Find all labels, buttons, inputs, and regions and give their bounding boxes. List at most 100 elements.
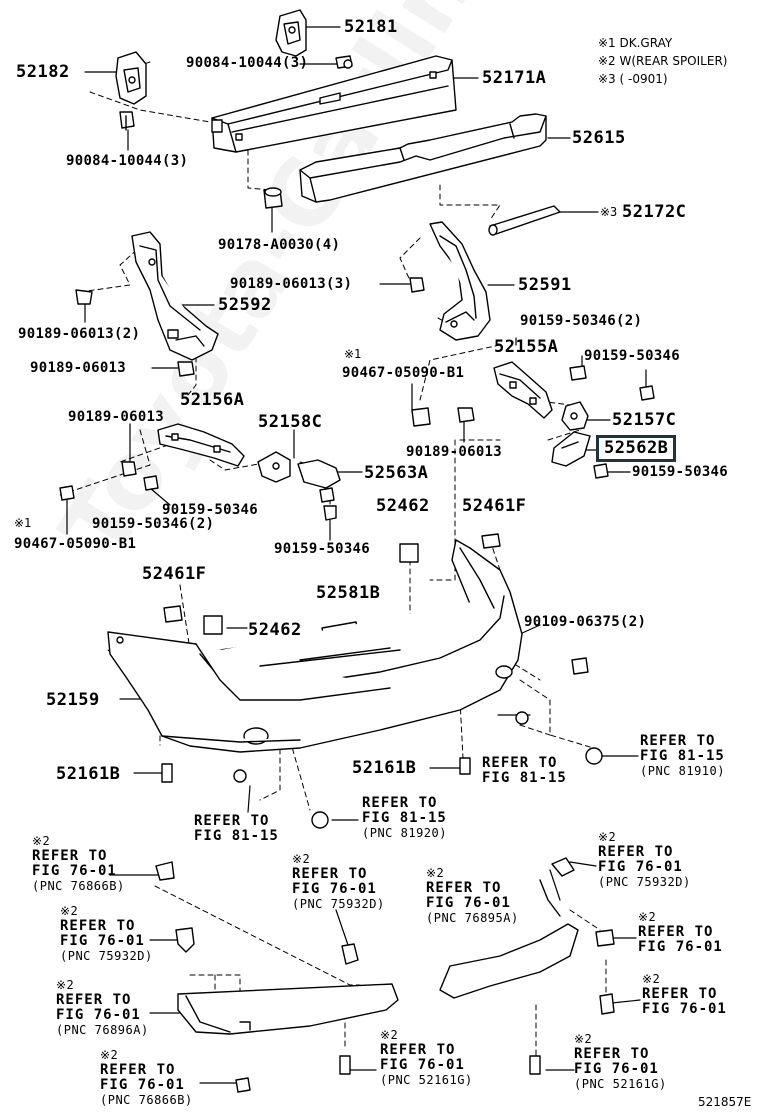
label-52172C: 52172C [622, 202, 687, 222]
refer-note-mark: ※2 [638, 910, 657, 924]
label-52181: 52181 [344, 17, 398, 37]
refer-to-callout[interactable]: ※2 REFER TO FIG 76-01 (PNC 76866B) [100, 1048, 193, 1108]
clip-90189-l2 [177, 361, 195, 377]
refer-line1: REFER TO [56, 992, 132, 1008]
refer-to-callout[interactable]: ※2 REFER TO FIG 76-01 (PNC 76896A) [56, 978, 149, 1038]
refer-line1: REFER TO [642, 986, 718, 1002]
refer-line1: REFER TO [638, 924, 714, 940]
label-52462-left: 52462 [248, 620, 302, 640]
refer-to-callout[interactable]: ※2 REFER TO FIG 76-01 [638, 910, 723, 955]
label-52172C-note: ※3 [600, 205, 618, 219]
reinforcement-52171A [211, 55, 457, 153]
label-52592: 52592 [218, 295, 272, 315]
label-52156A: 52156A [180, 390, 245, 410]
refer-to-callout[interactable]: REFER TO FIG 81-15 (PNC 81920) [362, 796, 447, 841]
retainer-52591 [429, 221, 491, 341]
refer-to-callout[interactable]: ※2 REFER TO FIG 76-01 (PNC 52161G) [380, 1028, 473, 1088]
refer-pnc: (PNC 75932D) [598, 875, 691, 889]
refer-pnc: (PNC 76866B) [100, 1093, 193, 1107]
refer-line2: FIG 76-01 [32, 863, 117, 879]
refer-line2: FIG 81-15 [362, 810, 447, 826]
refer-note-mark: ※2 [56, 978, 75, 992]
refer-note-mark: ※2 [380, 1028, 399, 1042]
refer-to-callout[interactable]: ※2 REFER TO FIG 76-01 (PNC 76866B) [32, 834, 125, 894]
refer-pnc: (PNC 81920) [362, 826, 447, 840]
refer-pnc: (PNC 75932D) [60, 949, 153, 963]
refer-to-callout[interactable]: ※2 REFER TO FIG 76-01 (PNC 75932D) [60, 904, 153, 964]
refer-line1: REFER TO [194, 813, 270, 829]
refer-line1: REFER TO [32, 848, 108, 864]
bracket-52563A [297, 459, 341, 521]
label-90189-l2: 90189-06013 [68, 409, 165, 425]
clip-90189-r1 [409, 277, 425, 293]
refer-pnc: (PNC 81910) [640, 764, 725, 778]
label-90467-l: 90467-05090-B1 [14, 536, 137, 552]
refer-to-callout[interactable]: REFER TO FIG 81-15 (PNC 81910) [640, 734, 725, 779]
clip-left-row [59, 461, 159, 501]
label-52581B: 52581B [316, 583, 381, 603]
refer-line1: REFER TO [482, 755, 558, 771]
label-90467-r-note: ※1 [344, 347, 362, 361]
legend-line-3: ※3 ( -0901) [598, 72, 668, 86]
refer-pnc: (PNC 76896A) [56, 1023, 149, 1037]
refer-to-callout[interactable]: ※2 REFER TO FIG 76-01 [642, 972, 727, 1017]
label-52562B-highlighted[interactable]: 52562B [596, 435, 677, 462]
rod-52172C [488, 205, 561, 236]
bracket-52182 [115, 51, 147, 105]
refer-to-callout[interactable]: ※2 REFER TO FIG 76-01 (PNC 52161G) [574, 1032, 667, 1092]
label-90467-r: 90467-05090-B1 [342, 365, 465, 381]
label-90189-mid: 90189-06013 [406, 444, 503, 460]
refer-pnc: (PNC 52161G) [380, 1073, 473, 1087]
refer-to-callout[interactable]: REFER TO FIG 81-15 [482, 756, 567, 786]
refer-line2: FIG 76-01 [380, 1057, 465, 1073]
refer-line2: FIG 76-01 [598, 859, 683, 875]
refer-to-callout[interactable]: ※2 REFER TO FIG 76-01 (PNC 75932D) [598, 830, 691, 890]
pad-52461F-left [163, 605, 183, 623]
refer-line1: REFER TO [598, 844, 674, 860]
bolt-90084-left [119, 111, 135, 131]
refer-to-callout[interactable]: ※2 REFER TO FIG 76-01 (PNC 75932D) [292, 852, 385, 912]
label-90189-l1: 90189-06013 [30, 360, 127, 376]
label-90159-r2: 90159-50346 [632, 464, 729, 480]
refer-note-mark: ※2 [100, 1048, 119, 1062]
fastener-set [161, 657, 603, 829]
label-52462-top: 52462 [376, 496, 430, 516]
bracket-52157C [561, 401, 589, 431]
refer-line2: FIG 81-15 [194, 828, 279, 844]
refer-to-callout[interactable]: REFER TO FIG 81-15 [194, 814, 279, 844]
pad-52462-top [399, 543, 419, 563]
bracket-52158C [257, 451, 291, 483]
refer-line2: FIG 76-01 [56, 1007, 141, 1023]
label-52161B-mid: 52161B [352, 758, 417, 778]
refer-line1: REFER TO [60, 918, 136, 934]
label-52615: 52615 [572, 128, 626, 148]
label-52461F-top: 52461F [462, 496, 527, 516]
refer-line2: FIG 81-15 [640, 748, 725, 764]
refer-note-mark: ※2 [426, 866, 445, 880]
refer-line1: REFER TO [380, 1042, 456, 1058]
pad-52461F-top [481, 533, 501, 549]
label-52155A: 52155A [494, 337, 559, 357]
label-90084-top: 90084-10044(3) [186, 55, 309, 71]
label-52461F-left: 52461F [142, 564, 207, 584]
label-90159-m2: 90159-50346(2) [92, 516, 215, 532]
bracket-52155A [493, 361, 553, 419]
bracket-52181 [275, 9, 307, 57]
label-52159: 52159 [46, 690, 100, 710]
refer-note-mark: ※2 [598, 830, 617, 844]
refer-line1: REFER TO [640, 733, 716, 749]
refer-line1: REFER TO [426, 880, 502, 896]
bolt-90159-r [569, 365, 655, 401]
refer-pnc: (PNC 76866B) [32, 879, 125, 893]
label-90084-left: 90084-10044(3) [66, 153, 189, 169]
refer-to-callout[interactable]: ※2 REFER TO FIG 76-01 (PNC 76895A) [426, 866, 519, 926]
clip-90467-r [411, 407, 431, 427]
refer-note-mark: ※2 [574, 1032, 593, 1046]
refer-note-mark: ※2 [32, 834, 51, 848]
label-52158C: 52158C [258, 412, 323, 432]
refer-note-mark: ※2 [642, 972, 661, 986]
label-90159-m3: 90159-50346 [274, 541, 371, 557]
refer-pnc: (PNC 75932D) [292, 897, 385, 911]
bracket-52562B [551, 431, 609, 479]
